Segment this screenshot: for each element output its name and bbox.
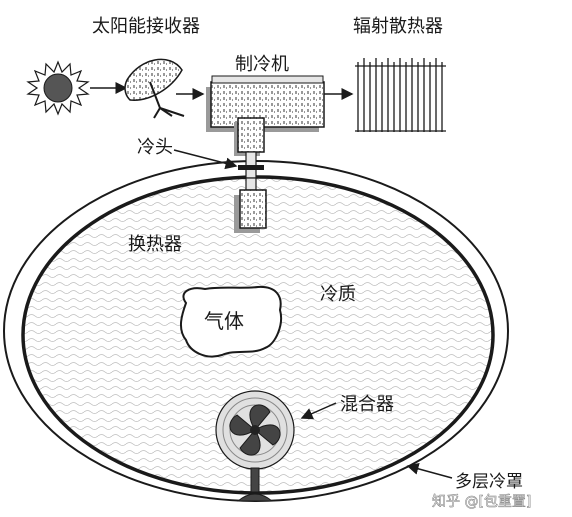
solar-receiver-dish-icon xyxy=(124,58,185,119)
label-insulation: 多层冷罩 xyxy=(455,472,523,492)
mixer-pointer-arrow xyxy=(300,402,337,420)
mixer-fan-icon xyxy=(215,390,295,502)
label-refrigerator: 制冷机 xyxy=(235,54,289,75)
label-gas: 气体 xyxy=(204,309,244,333)
label-radiator: 辐射散热器 xyxy=(353,16,443,37)
refrigerator-stem xyxy=(234,117,265,179)
label-refrigerant: 冷质 xyxy=(320,284,356,305)
sun-icon xyxy=(26,60,90,116)
heat-exchanger-unit xyxy=(234,177,267,233)
label-mixer: 混合器 xyxy=(340,394,394,415)
label-cold-head: 冷头 xyxy=(137,137,173,158)
refrigerator-unit xyxy=(206,75,325,132)
watermark-text: 知乎 @[包重置] xyxy=(432,493,531,510)
label-heat-exchanger: 换热器 xyxy=(128,234,182,255)
cold-head-pointer-arrow xyxy=(173,149,238,170)
label-solar-receiver: 太阳能接收器 xyxy=(92,16,200,37)
gas-bubble xyxy=(179,285,282,358)
radiator-fins xyxy=(355,58,447,133)
insulation-pointer-arrow xyxy=(406,462,453,479)
